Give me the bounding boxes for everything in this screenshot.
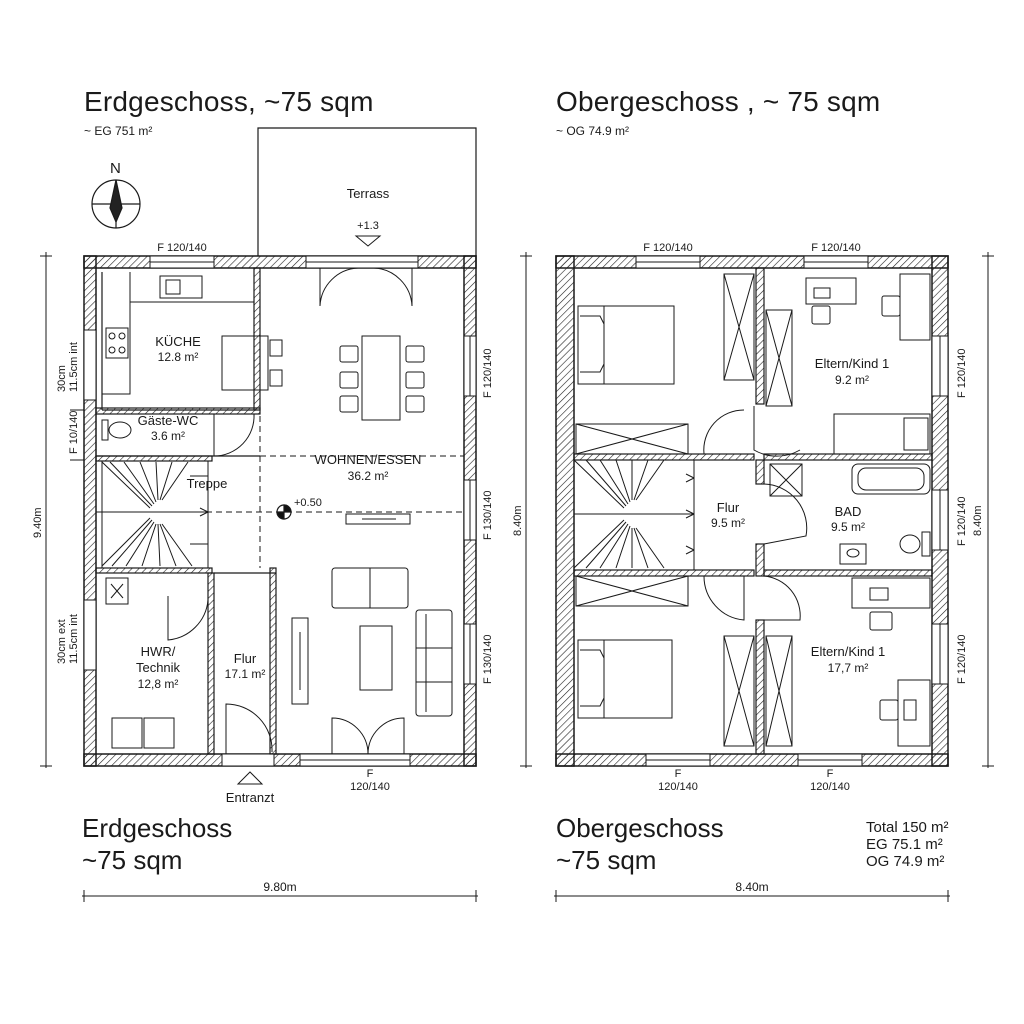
ground-bottom-title-2: ~75 sqm bbox=[82, 845, 183, 875]
ground-window-right-1: F 120/140 bbox=[482, 348, 494, 398]
north-arrow-icon bbox=[91, 179, 141, 229]
upper-flur-doors bbox=[703, 409, 808, 621]
wc-fixtures bbox=[101, 413, 255, 457]
upper-floor-title: Obergeschoss , ~ 75 sqm bbox=[556, 86, 881, 117]
wohnen-area: 36.2 m² bbox=[347, 469, 389, 483]
upper-width-dim: 8.40m bbox=[735, 880, 769, 894]
eltern1-name: Eltern/Kind 1 bbox=[814, 356, 890, 371]
upper-window-right-2: F 120/140 bbox=[956, 496, 968, 546]
upper-window-top-2: F 120/140 bbox=[811, 242, 861, 254]
bad-area: 9.5 m² bbox=[830, 520, 866, 534]
ground-left-label-3b: 11.5cm int bbox=[68, 614, 80, 664]
dining-table bbox=[339, 335, 425, 421]
upper-window-bottom-1b: 120/140 bbox=[658, 781, 698, 793]
ground-width-dim: 9.80m bbox=[263, 880, 297, 894]
living-bottom-door bbox=[331, 717, 405, 755]
floor-level-marker bbox=[276, 504, 292, 520]
wc-name: Gäste-WC bbox=[137, 413, 199, 428]
upper-height-dim-left: 8.40m bbox=[512, 505, 524, 536]
hwr-area: 12,8 m² bbox=[137, 677, 179, 691]
upper-dimension-lines bbox=[520, 252, 994, 902]
ground-window-right-2: F 130/140 bbox=[482, 490, 494, 540]
upper-windows bbox=[635, 255, 949, 767]
upper-height-dim-right: 8.40m bbox=[972, 505, 984, 536]
bed-top-left bbox=[575, 273, 801, 457]
ground-window-bottom-2: 120/140 bbox=[350, 781, 390, 793]
entrance-door bbox=[225, 703, 273, 785]
upper-bottom-title-1: Obergeschoss bbox=[556, 813, 724, 843]
kueche-name: KÜCHE bbox=[155, 334, 201, 349]
kitchen-counter bbox=[102, 272, 254, 395]
ground-flur-area: 17.1 m² bbox=[224, 667, 266, 681]
ground-bottom-title-1: Erdgeschoss bbox=[82, 813, 233, 843]
eltern1-area: 9.2 m² bbox=[834, 373, 870, 387]
terrace-outline bbox=[257, 127, 477, 256]
total-eg: EG 75.1 m² bbox=[866, 836, 943, 853]
eltern2-area: 17,7 m² bbox=[827, 661, 869, 675]
floor-level-label: +0.50 bbox=[294, 497, 322, 509]
ground-height-dim: 9.40m bbox=[32, 507, 44, 538]
hwr-name-2: Technik bbox=[135, 660, 181, 675]
upper-window-bottom-2b: 120/140 bbox=[810, 781, 850, 793]
eltern-room-2-furniture bbox=[765, 577, 931, 747]
ground-dimension-lines bbox=[40, 252, 478, 902]
hwr-fixtures bbox=[105, 577, 209, 749]
upper-window-bottom-2a: F bbox=[826, 768, 834, 780]
ground-left-label-1b: 11.5cm int bbox=[68, 342, 80, 392]
upper-outer-walls bbox=[555, 255, 949, 767]
bad-name: BAD bbox=[834, 504, 862, 519]
ground-floor-plan bbox=[40, 127, 478, 902]
ground-flur-name: Flur bbox=[233, 651, 257, 666]
entrance-marker bbox=[236, 771, 264, 785]
upper-window-bottom-1a: F bbox=[674, 768, 682, 780]
upper-flur-name: Flur bbox=[716, 500, 740, 515]
tv-board bbox=[345, 513, 411, 525]
upper-window-right-3: F 120/140 bbox=[956, 634, 968, 684]
sofa bbox=[291, 567, 453, 717]
ground-window-bottom-1: F bbox=[366, 768, 374, 780]
ground-floor-title: Erdgeschoss, ~75 sqm bbox=[84, 86, 374, 117]
treppe-name: Treppe bbox=[186, 476, 228, 491]
total-og: OG 74.9 m² bbox=[866, 853, 945, 870]
upper-bottom-title-2: ~75 sqm bbox=[556, 845, 657, 875]
upper-interior-walls bbox=[573, 267, 933, 755]
ground-window-right-3: F 130/140 bbox=[482, 634, 494, 684]
upper-stairs bbox=[573, 459, 695, 571]
ground-floor-subtitle: ~ EG 751 m² bbox=[84, 124, 153, 138]
ground-windows bbox=[83, 255, 477, 767]
upper-floor-subtitle: ~ OG 74.9 m² bbox=[556, 124, 630, 138]
wc-area: 3.6 m² bbox=[150, 429, 186, 443]
terrace-level-label: +1.3 bbox=[357, 220, 379, 232]
total-area: Total 150 m² bbox=[866, 819, 949, 836]
hwr-name-1: HWR/ bbox=[140, 644, 176, 659]
terrace-label: Terrass bbox=[346, 186, 390, 201]
upper-window-top-1: F 120/140 bbox=[643, 242, 693, 254]
upper-floor-plan bbox=[520, 252, 994, 902]
terrace-level-marker bbox=[354, 235, 382, 247]
ground-window-top-label: F 120/140 bbox=[157, 242, 207, 254]
kueche-area: 12.8 m² bbox=[157, 350, 199, 364]
ground-interior-walls bbox=[95, 267, 277, 755]
eltern2-name: Eltern/Kind 1 bbox=[810, 644, 886, 659]
upper-flur-area: 9.5 m² bbox=[710, 516, 746, 530]
ground-left-label-2: F 10/140 bbox=[68, 410, 80, 454]
ground-left-label-1a: 30cm bbox=[56, 365, 68, 392]
terrace-double-door bbox=[319, 267, 413, 307]
bathroom-fixtures bbox=[769, 463, 931, 565]
bed-bottom-left bbox=[575, 575, 755, 747]
north-label: N bbox=[110, 160, 121, 177]
eltern-room-1-furniture bbox=[765, 273, 931, 455]
ground-stairs bbox=[101, 460, 209, 569]
kitchen-island bbox=[221, 335, 283, 391]
ground-left-label-3a: 30cm ext bbox=[56, 619, 68, 664]
wohnen-name: WOHNEN/ESSEN bbox=[314, 452, 422, 467]
entrance-label: Entranzt bbox=[225, 790, 275, 805]
upper-window-right-1: F 120/140 bbox=[956, 348, 968, 398]
